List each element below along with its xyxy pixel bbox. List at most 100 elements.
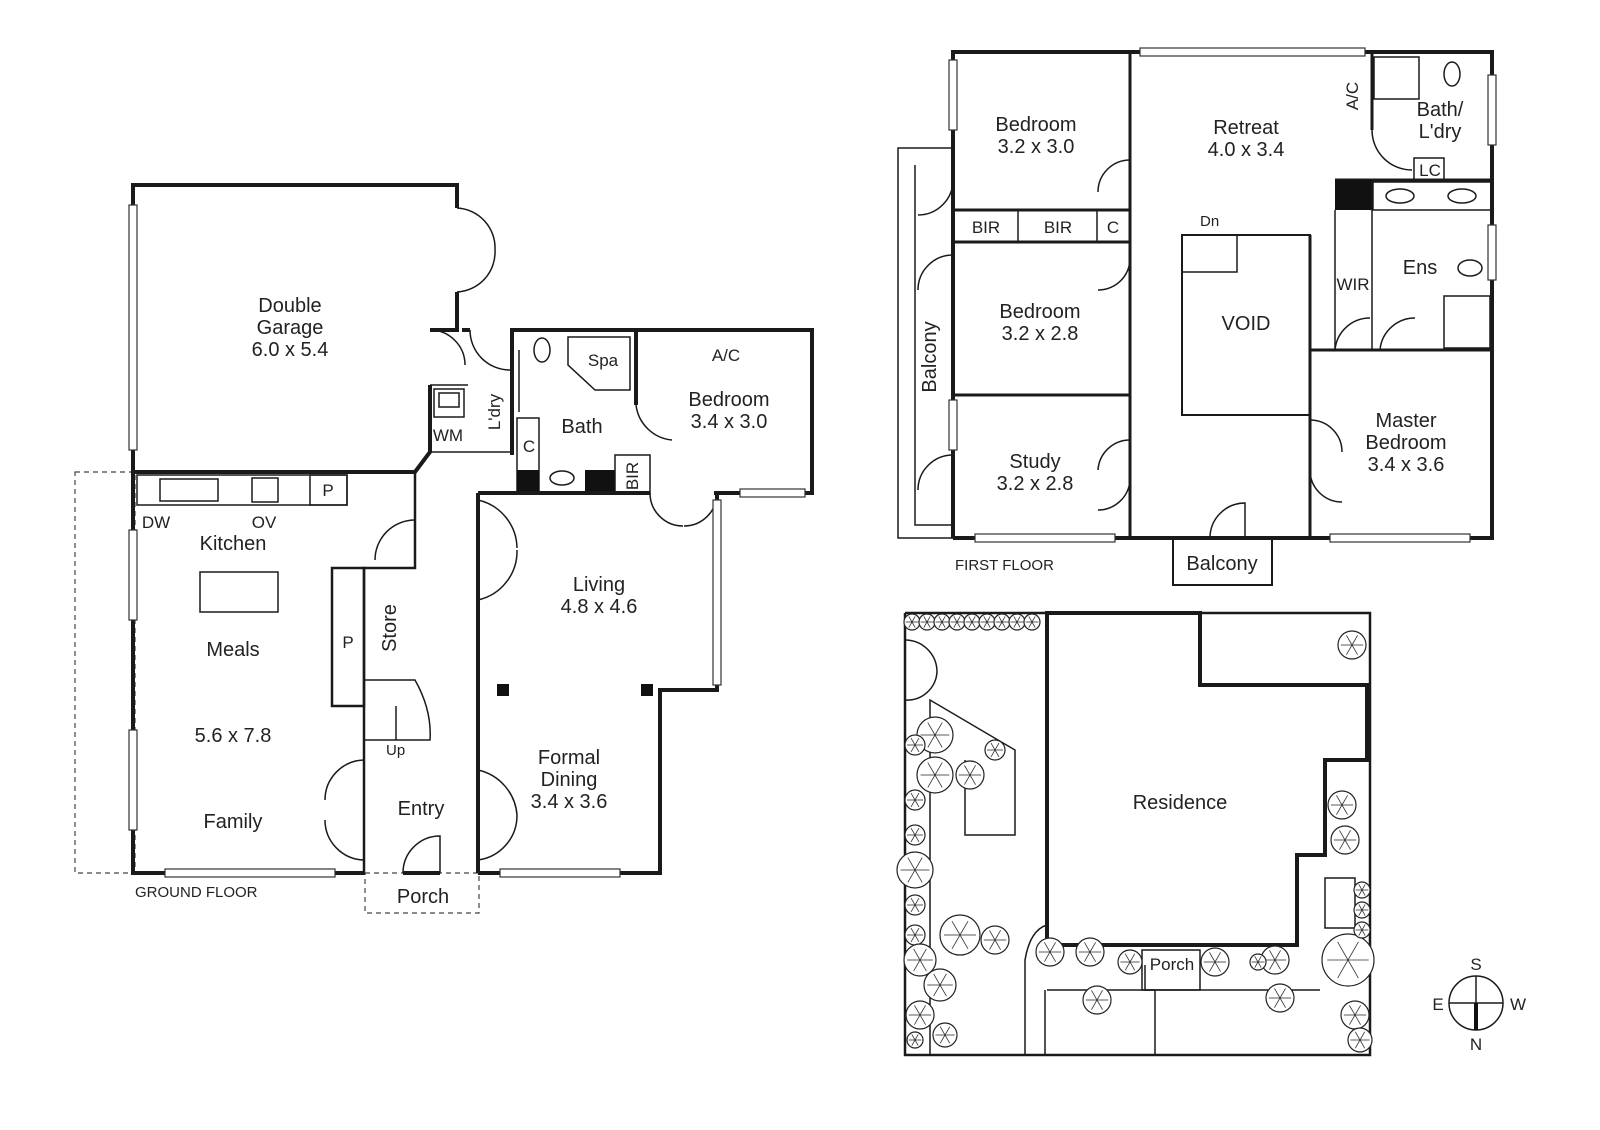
tree-branch: [1028, 616, 1033, 623]
tree-branch: [953, 621, 958, 628]
tree-branch: [914, 1014, 921, 1025]
tree-branch: [914, 869, 923, 883]
tree-branch: [910, 799, 916, 808]
tree-branch: [1349, 1014, 1356, 1025]
tree-branch: [1346, 635, 1353, 646]
tree-branch: [1028, 621, 1033, 628]
tree-branch: [1049, 951, 1056, 962]
tree-branch: [934, 762, 943, 776]
tree-branch: [907, 869, 916, 883]
room-meals: Meals: [206, 639, 259, 661]
site-porch-label: Porch: [1150, 955, 1194, 974]
tree-branch: [1257, 961, 1262, 968]
tree-branch: [1336, 795, 1343, 806]
tree-branch: [1274, 950, 1281, 961]
ac-label: A/C: [712, 346, 740, 365]
tree-branch: [1016, 616, 1021, 623]
tree-branch: [914, 934, 920, 943]
tree-branch: [907, 857, 916, 871]
tree-branch: [1031, 621, 1036, 628]
tree-branch: [1361, 884, 1366, 891]
tree-branch: [926, 621, 931, 628]
tree-branch: [1279, 997, 1286, 1008]
tree-branch: [990, 749, 996, 758]
front-balcony-label: Balcony: [1186, 553, 1257, 575]
tree-branch: [914, 737, 920, 746]
tree-branch: [934, 734, 943, 748]
tree-branch: [959, 920, 969, 936]
tree-branch: [1354, 1014, 1361, 1025]
tree-branch: [1358, 929, 1363, 936]
tree-branch: [1361, 929, 1366, 936]
tree-branch: [1013, 616, 1018, 623]
tree-branch: [1354, 1039, 1361, 1049]
tree-branch: [910, 904, 916, 913]
tree-branch: [939, 973, 947, 986]
pantry-label: P: [322, 481, 333, 500]
cupboard-label: C: [523, 437, 535, 456]
tree-branch: [998, 616, 1003, 623]
tree-branch: [914, 827, 920, 836]
tree-branch: [944, 1034, 951, 1044]
tree-branch: [914, 1034, 919, 1041]
tree-branch: [1351, 644, 1358, 655]
tree-branch: [1096, 999, 1103, 1010]
tree-branch: [1337, 959, 1349, 979]
tree-branch: [933, 984, 941, 997]
tree-branch: [941, 621, 946, 628]
tree-branch: [989, 939, 996, 950]
tree-branch: [1279, 988, 1286, 999]
tree-branch: [908, 621, 913, 628]
tree-branch: [983, 621, 988, 628]
tree-branch: [1341, 795, 1348, 806]
tree-branch: [1209, 961, 1216, 972]
room-bath: Bath: [561, 416, 602, 438]
tree-branch: [914, 857, 923, 871]
site-plan: Residence Porch S E W N: [896, 611, 1526, 1057]
tree-branch: [983, 616, 988, 623]
tree-branch: [927, 722, 936, 736]
tree-branch: [1214, 952, 1221, 963]
tree-branch: [914, 897, 920, 906]
stairs-up-label: Up: [386, 742, 405, 759]
oven-label: OV: [252, 513, 277, 532]
tree-branch: [1274, 988, 1281, 999]
tree-branch: [1269, 950, 1276, 961]
tree-branch: [1044, 942, 1051, 953]
tree-branch: [927, 734, 936, 748]
tree-branch: [1049, 942, 1056, 953]
tree-branch: [1274, 997, 1281, 1008]
tree-branch: [1359, 1031, 1366, 1041]
tree-group: [896, 613, 1375, 1053]
tree-branch: [1084, 951, 1091, 962]
tree-branch: [939, 1026, 946, 1036]
room-ensuite: Ens: [1403, 257, 1437, 279]
tree-branch: [1339, 830, 1346, 841]
tree-branch: [1358, 909, 1363, 916]
tree-branch: [914, 799, 920, 808]
tree-branch: [919, 1014, 926, 1025]
tree-branch: [938, 621, 943, 628]
ac-label: A/C: [1343, 82, 1362, 110]
tree-branch: [1209, 952, 1216, 963]
tree-branch: [1347, 941, 1359, 961]
tree-branch: [910, 737, 916, 746]
tree-branch: [951, 920, 961, 936]
tree-branch: [1358, 889, 1363, 896]
tree-branch: [911, 621, 916, 628]
first-floor-caption: FIRST FLOOR: [955, 557, 1054, 574]
tree-branch: [953, 616, 958, 623]
tree-branch: [923, 621, 928, 628]
tree-branch: [914, 904, 920, 913]
tree-branch: [1361, 909, 1366, 916]
tree-branch: [1001, 621, 1006, 628]
tree-branch: [913, 959, 921, 972]
tree-branch: [959, 934, 969, 950]
tree-branch: [1358, 884, 1363, 891]
tree-branch: [968, 621, 973, 628]
tree-branch: [927, 762, 936, 776]
